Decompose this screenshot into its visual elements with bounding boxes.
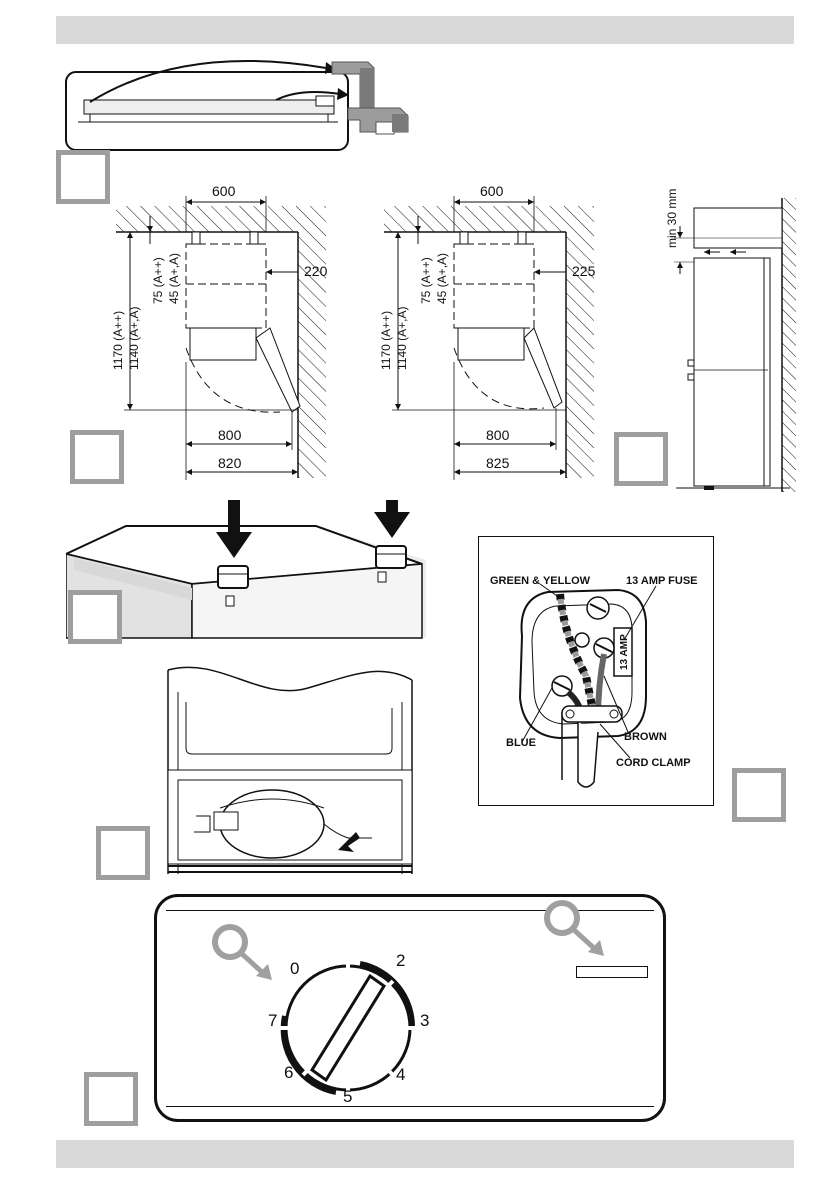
figure-callout-5 [96,826,150,880]
side-elevation: min 30 mm [660,176,800,496]
dim-depth-1: 1170 (A++) [111,311,125,370]
figure-compressor [160,662,416,876]
dial-number-2: 2 [396,951,405,970]
dial-number-7: 7 [268,1011,277,1030]
magnifier-icon [215,927,272,980]
dim-gap-2: 45 (A+,A) [435,253,449,304]
dim-side-gap: 220 [304,263,328,279]
thermostat-dial-area: 0 2 3 4 5 6 7 [200,900,670,1110]
dim-depth-1: 1170 (A++) [379,311,393,370]
figure-door-spacers [64,52,444,154]
dim-gap-1: 75 (A++) [151,257,165,304]
label-green-yellow: GREEN & YELLOW [490,575,591,587]
magnifier-icon [547,903,604,956]
figure-callout-2 [70,430,124,484]
dim-bottom-2: 825 [486,455,510,471]
clearance-plan-left: 220 600 1170 (A++) 1140 (A+,A) 75 (A++) … [100,180,340,490]
figure-callout-3 [614,432,668,486]
dim-side-gap: 225 [572,263,596,279]
dim-gap-1: 75 (A++) [419,257,433,304]
dial-number-4: 4 [396,1065,405,1084]
label-cord-clamp: CORD CLAMP [616,757,691,769]
header-band [56,16,794,44]
figure-callout-7 [84,1072,138,1126]
dial-number-3: 3 [420,1011,429,1030]
label-blue: BLUE [506,737,536,749]
dim-width-top: 600 [480,183,504,199]
dim-bottom-1: 800 [218,427,242,443]
label-brown: BROWN [624,731,667,743]
dial-number-5: 5 [343,1087,352,1106]
dim-gap-2: 45 (A+,A) [167,253,181,304]
footer-band [56,1140,794,1168]
clearance-plan-right: 225 600 1170 (A++) 1140 (A+,A) 75 (A++) … [368,180,608,490]
figure-callout-6 [732,768,786,822]
dim-bottom-2: 820 [218,455,242,471]
dial-number-6: 6 [284,1063,293,1082]
label-fuse: 13 AMP FUSE [626,575,698,587]
dim-bottom-1: 800 [486,427,510,443]
dim-min-gap: min 30 mm [665,189,679,248]
dim-depth-2: 1140 (A+,A) [395,307,409,370]
dial-number-0: 0 [290,959,299,978]
plug-diagram: 13 AMP GREEN & YELLOW 13 AMP FUSE BLUE B… [478,536,714,806]
figure-callout-4 [68,590,122,644]
dim-width-top: 600 [212,183,236,199]
dim-depth-2: 1140 (A+,A) [127,307,141,370]
